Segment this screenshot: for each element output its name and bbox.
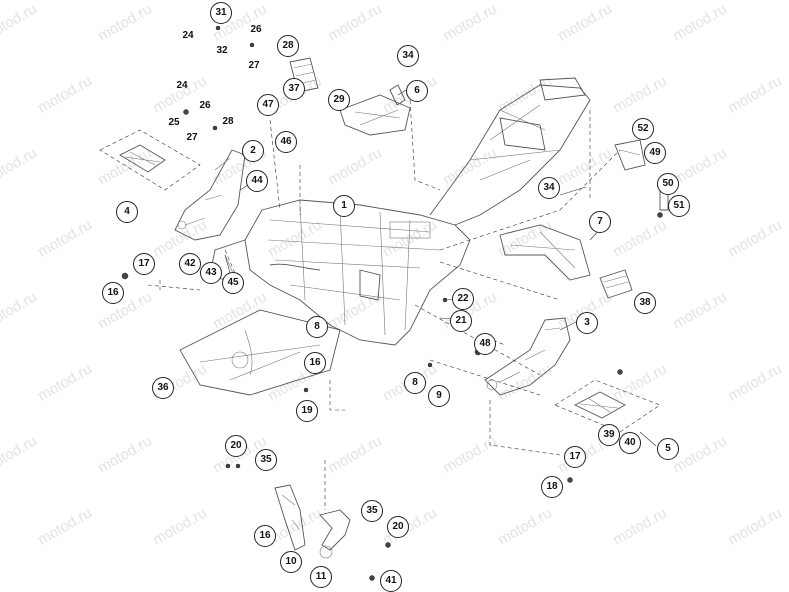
- callout-36[interactable]: 36: [152, 377, 174, 399]
- callout-32[interactable]: 32: [216, 45, 228, 56]
- callout-37[interactable]: 37: [283, 78, 305, 100]
- callout-21[interactable]: 21: [450, 310, 472, 332]
- callout-16-left[interactable]: 16: [102, 282, 124, 304]
- callout-47[interactable]: 47: [257, 94, 279, 116]
- callout-11[interactable]: 11: [310, 566, 332, 588]
- callout-1[interactable]: 1: [333, 195, 355, 217]
- callout-51[interactable]: 51: [668, 195, 690, 217]
- passenger-footrest-bracket: [499, 224, 591, 281]
- callout-49[interactable]: 49: [644, 142, 666, 164]
- callout-31[interactable]: 31: [210, 2, 232, 24]
- lower-hanger-10: [274, 484, 306, 551]
- callout-34-right[interactable]: 34: [538, 177, 560, 199]
- right-footrest-box: [554, 379, 661, 433]
- callout-4[interactable]: 4: [116, 201, 138, 223]
- callout-39[interactable]: 39: [598, 424, 620, 446]
- passenger-footrest-38: [599, 269, 633, 299]
- callout-35-lower[interactable]: 35: [361, 500, 383, 522]
- callout-8-upper[interactable]: 8: [306, 316, 328, 338]
- right-footrest-bracket: [484, 317, 571, 396]
- callout-44[interactable]: 44: [246, 170, 268, 192]
- callout-27-upper[interactable]: 27: [248, 60, 260, 71]
- underside-plate: [179, 309, 341, 396]
- callout-52[interactable]: 52: [632, 118, 654, 140]
- callout-43[interactable]: 43: [200, 262, 222, 284]
- callout-40[interactable]: 40: [619, 432, 641, 454]
- callout-50[interactable]: 50: [657, 173, 679, 195]
- callout-28-lower[interactable]: 28: [222, 116, 234, 127]
- callout-3[interactable]: 3: [576, 312, 598, 334]
- callout-29[interactable]: 29: [328, 89, 350, 111]
- callout-20-left[interactable]: 20: [225, 435, 247, 457]
- callout-17-left[interactable]: 17: [133, 253, 155, 275]
- main-frame: [209, 199, 471, 346]
- callout-41[interactable]: 41: [380, 570, 402, 592]
- callout-9[interactable]: 9: [428, 385, 450, 407]
- callout-22[interactable]: 22: [452, 288, 474, 310]
- callout-35-upper[interactable]: 35: [255, 449, 277, 471]
- callout-16-bottom[interactable]: 16: [254, 525, 276, 547]
- top-bracket: [339, 84, 411, 136]
- callout-26-upper[interactable]: 26: [250, 24, 262, 35]
- callout-8-lower[interactable]: 8: [404, 372, 426, 394]
- callout-6[interactable]: 6: [406, 80, 428, 102]
- callout-24-lower[interactable]: 24: [176, 80, 188, 91]
- callout-10[interactable]: 10: [280, 551, 302, 573]
- callout-48[interactable]: 48: [474, 333, 496, 355]
- left-footrest-bracket: [174, 149, 246, 241]
- callout-25[interactable]: 25: [168, 117, 180, 128]
- callout-45[interactable]: 45: [222, 272, 244, 294]
- callout-20-right[interactable]: 20: [387, 516, 409, 538]
- callout-7[interactable]: 7: [589, 211, 611, 233]
- left-footrest-box: [99, 129, 201, 191]
- callout-27-lower[interactable]: 27: [186, 132, 198, 143]
- rear-subframe: [429, 77, 591, 226]
- callout-46[interactable]: 46: [275, 131, 297, 153]
- callout-5[interactable]: 5: [657, 438, 679, 460]
- callout-17-right[interactable]: 17: [564, 446, 586, 468]
- lower-hanger-11: [319, 509, 351, 559]
- callout-16-center[interactable]: 16: [304, 352, 326, 374]
- callout-26-lower[interactable]: 26: [199, 100, 211, 111]
- callout-2[interactable]: 2: [242, 140, 264, 162]
- callout-19[interactable]: 19: [296, 400, 318, 422]
- callout-28-upper[interactable]: 28: [277, 35, 299, 57]
- callout-42[interactable]: 42: [179, 253, 201, 275]
- callout-38[interactable]: 38: [634, 292, 656, 314]
- callout-34-upper[interactable]: 34: [397, 45, 419, 67]
- callout-18[interactable]: 18: [541, 476, 563, 498]
- callout-24-upper[interactable]: 24: [182, 30, 194, 41]
